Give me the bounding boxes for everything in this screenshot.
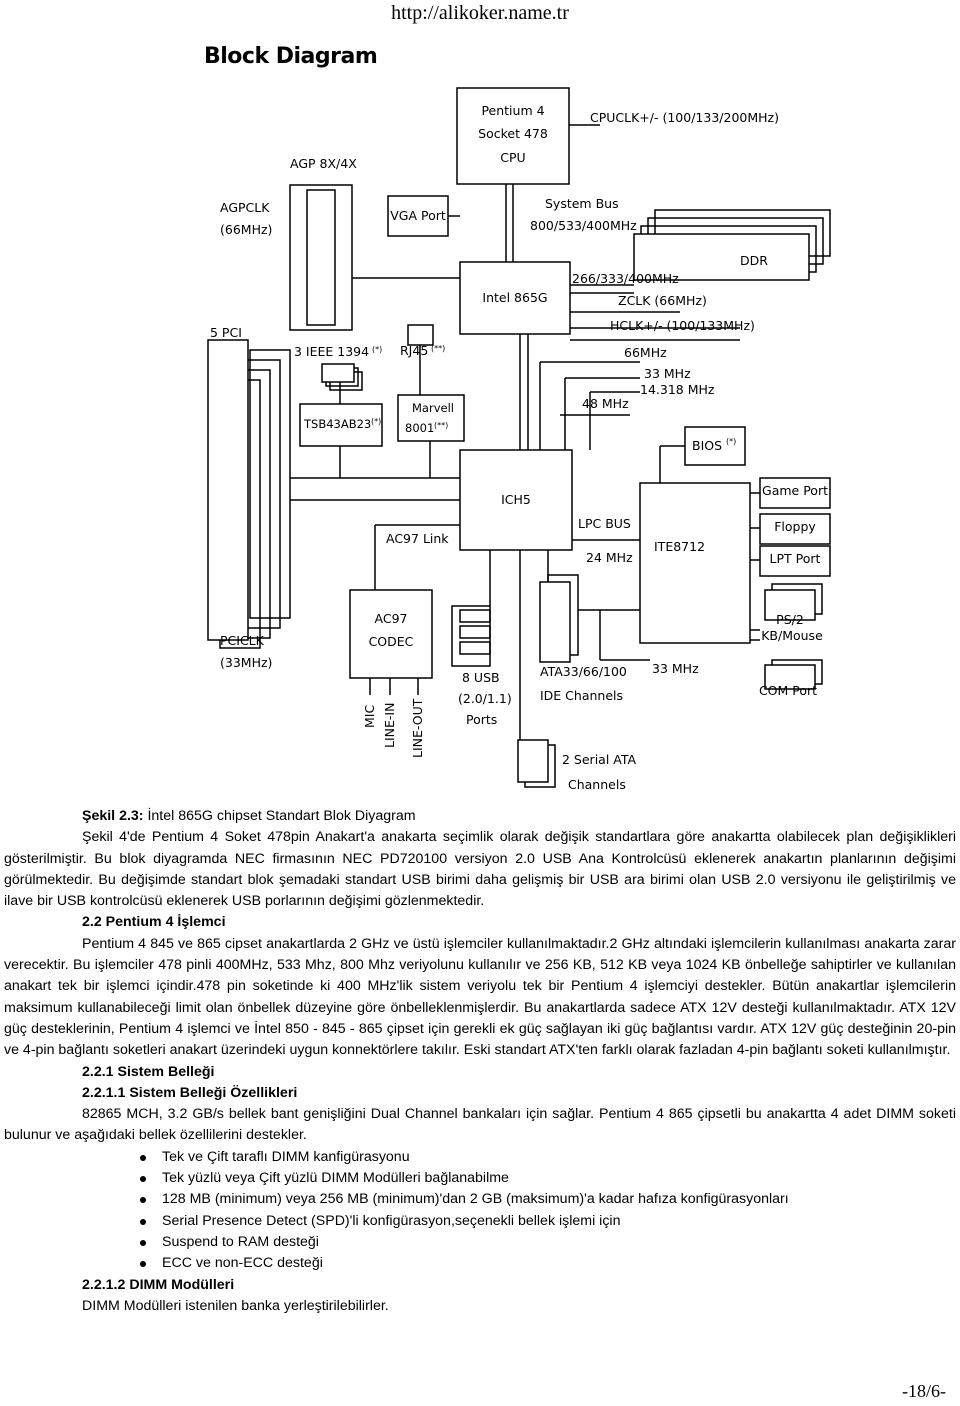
ide-channels <box>539 581 571 663</box>
floppy-box <box>759 513 831 545</box>
lpc-clock-label: 24 MHz <box>586 550 633 565</box>
marvell-box <box>397 394 465 442</box>
rj45-label: RJ45 <box>400 343 428 358</box>
heading-system-memory: 2.2.1 Sistem Belleği <box>82 1063 215 1080</box>
cpu-socket-label: Socket 478 <box>478 126 548 141</box>
document-body: Şekil 2.3: İntel 865G chipset Standart B… <box>4 806 956 1317</box>
list-item: ECC ve non-ECC desteği <box>140 1253 956 1274</box>
pci-label: 5 PCI <box>210 325 242 340</box>
usb-label: 8 USB <box>462 670 500 685</box>
paragraph-usb: Şekil 4'de Pentium 4 Soket 478pin Anakar… <box>4 829 956 910</box>
usb-ports-label: Ports <box>466 712 497 727</box>
hclk-label: HCLK+/- (100/133MHz) <box>610 318 755 333</box>
lpc-bus-label: LPC BUS <box>578 516 631 531</box>
ata-label: ATA33/66/100 <box>540 664 627 679</box>
lpt-port-label: LPT Port <box>770 551 821 566</box>
list-item: 128 MB (minimum) veya 256 MB (minimum)'d… <box>140 1189 956 1210</box>
paragraph-pentium4: Pentium 4 845 ve 865 cipset anakartlarda… <box>4 935 956 1059</box>
list-item: Tek ve Çift taraflı DIMM kanfigürasyonu <box>140 1147 956 1168</box>
sata-channels <box>517 739 549 783</box>
sata-channels-label: Channels <box>568 777 626 792</box>
paragraph-dimm: DIMM Modülleri istenilen banka yerleştir… <box>82 1297 389 1314</box>
sata-label: 2 Serial ATA <box>562 752 637 767</box>
north-bridge-label: Intel 865G <box>482 290 547 305</box>
ps2-label: PS/2 <box>776 612 804 627</box>
clock-33mhz-label: 33 MHz <box>644 366 691 381</box>
bios-mark: (*) <box>726 437 736 446</box>
agpclk-freq-label: (66MHz) <box>220 222 272 237</box>
vga-port-label: VGA Port <box>390 208 446 223</box>
pci-slots <box>207 339 249 641</box>
ieee1394-mark: (*) <box>372 345 382 354</box>
usb-version-label: (2.0/1.1) <box>458 691 512 706</box>
ich5-label: ICH5 <box>501 492 531 507</box>
agp-slot <box>289 184 353 331</box>
cpuclk-label: CPUCLK+/- (100/133/200MHz) <box>590 110 779 125</box>
page-number: -18/6- <box>902 1381 946 1401</box>
ite8712-label: ITE8712 <box>654 539 705 554</box>
ite-clock-label: 33 MHz <box>652 661 699 676</box>
clock-66mhz-label: 66MHz <box>624 345 667 360</box>
page-header-url: http://alikoker.name.tr <box>391 2 569 24</box>
game-port-label: Game Port <box>762 483 828 498</box>
ide-channels-label: IDE Channels <box>540 688 623 703</box>
ddr-label: DDR <box>740 253 768 268</box>
block-diagram: Pentium 4 Socket 478 CPU CPUCLK+/- (100/… <box>207 87 831 792</box>
clock-48mhz-label: 48 MHz <box>582 396 629 411</box>
caption-label: Şekil 2.3: <box>82 808 144 824</box>
bios-label: BIOS <box>692 438 722 453</box>
diagram-title: Block Diagram <box>204 44 378 69</box>
paragraph-memory: 82865 MCH, 3.2 GB/s bellek bant genişliğ… <box>4 1106 956 1144</box>
agp-label: AGP 8X/4X <box>290 156 357 171</box>
ich5-box <box>459 449 573 551</box>
caption-text: İntel 865G chipset Standart Blok Diyagra… <box>143 808 416 824</box>
ac97-codec-box <box>349 589 433 679</box>
list-item: Tek yüzlü veya Çift yüzlü DIMM Modülleri… <box>140 1168 956 1189</box>
marvell-model-label: 8001 <box>405 421 434 435</box>
memory-features-list: Tek ve Çift taraflı DIMM kanfigürasyonu … <box>4 1147 956 1275</box>
tsb43ab23-label: TSB43AB23 <box>303 417 371 431</box>
line-in-label: LINE-IN <box>382 703 397 748</box>
com-port-box <box>764 664 816 690</box>
heading-dimm-modules: 2.2.1.2 DIMM Modülleri <box>82 1276 235 1293</box>
tsb43ab23-mark: (*) <box>371 417 381 426</box>
kb-mouse-label: KB/Mouse <box>761 628 823 643</box>
floppy-label: Floppy <box>774 519 816 534</box>
com-port-label: COM Port <box>759 683 817 698</box>
zclk-label: ZCLK (66MHz) <box>618 293 707 308</box>
marvell-mark: (**) <box>434 421 448 430</box>
agpclk-label: AGPCLK <box>220 200 270 215</box>
system-bus-label: System Bus <box>545 196 619 211</box>
tsb43ab23-box <box>299 403 383 447</box>
heading-pentium4: 2.2 Pentium 4 İşlemci <box>82 914 226 931</box>
heading-memory-features: 2.2.1.1 Sistem Belleği Özellikleri <box>82 1084 298 1101</box>
lpt-port-box <box>759 545 831 577</box>
line-out-label: LINE-OUT <box>410 698 425 758</box>
list-item: Suspend to RAM desteği <box>140 1232 956 1253</box>
ac97-link-label: AC97 Link <box>386 531 449 546</box>
system-bus-freq-label: 800/533/400MHz <box>530 218 637 233</box>
cpu-type-label: CPU <box>500 150 525 165</box>
cpu-label: Pentium 4 <box>481 103 544 118</box>
figure-caption: Şekil 2.3: İntel 865G chipset Standart B… <box>82 806 956 827</box>
list-item: Serial Presence Detect (SPD)'li konfigür… <box>140 1211 956 1232</box>
memory-freq-label: 266/333/400MHz <box>572 271 679 286</box>
ac97-codec-label: AC97 <box>375 611 408 626</box>
codec-label: CODEC <box>369 634 414 649</box>
ps2-box <box>764 589 816 621</box>
game-port-box <box>759 477 831 509</box>
clock-14mhz-label: 14.318 MHz <box>640 382 715 397</box>
ite8712-box <box>639 482 751 644</box>
marvell-label: Marvell <box>412 401 454 415</box>
rj45-mark: (**) <box>431 344 445 353</box>
ieee1394-label: 3 IEEE 1394 <box>294 344 369 359</box>
pciclk-label: PCICLK <box>220 633 265 648</box>
mic-label: MIC <box>362 705 377 728</box>
north-bridge-box <box>459 261 571 335</box>
pciclk-freq-label: (33MHz) <box>220 655 272 670</box>
